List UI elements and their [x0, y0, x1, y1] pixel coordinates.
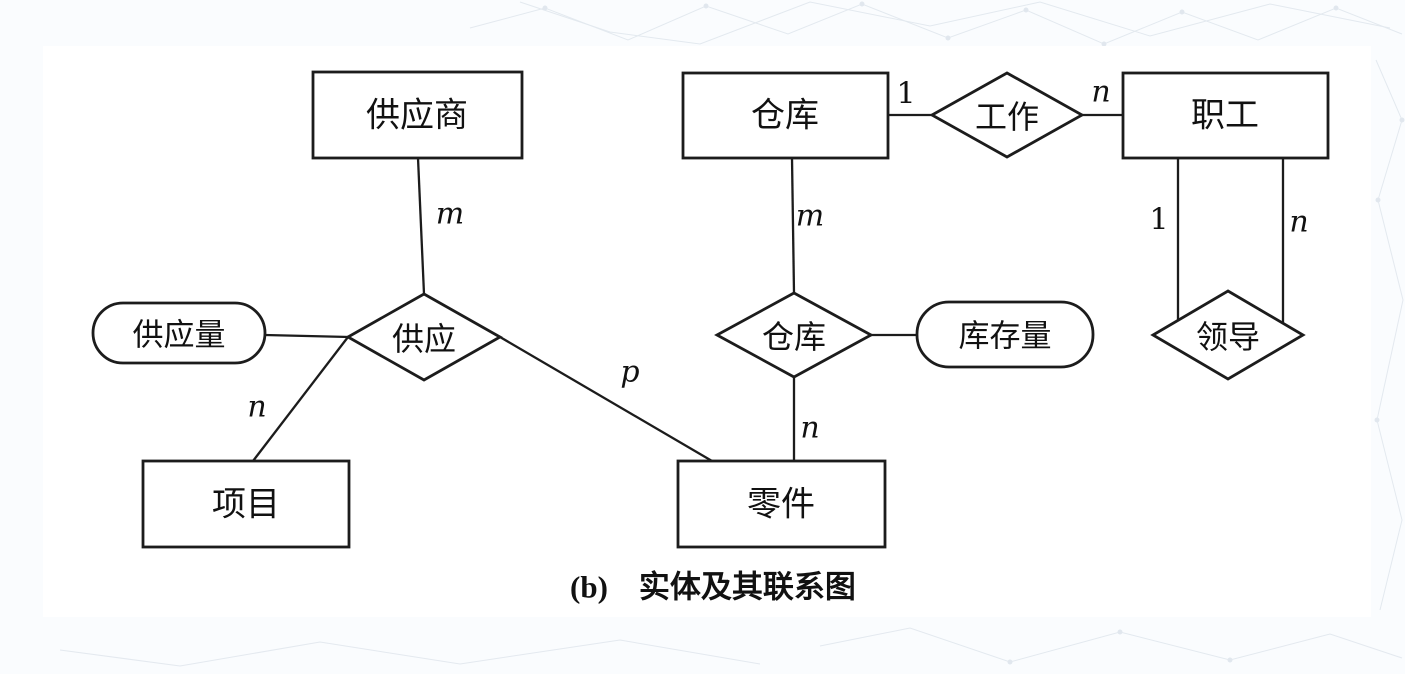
cardinality-part-supply: p [620, 355, 639, 390]
entity-part: 零件 [676, 459, 887, 549]
relationship-storage-label: 仓库 [762, 319, 826, 355]
cardinality-warehouse-work: 1 [896, 77, 915, 112]
cardinality-employee-lead-many: n [1289, 205, 1308, 240]
attribute-supply-qty: 供应量 [91, 301, 267, 365]
relationship-supply-label: 供应 [392, 321, 456, 357]
relationship-storage: 仓库 [714, 291, 874, 379]
relationship-supply: 供应 [345, 292, 503, 382]
attribute-supply-qty-label: 供应量 [133, 318, 226, 353]
entity-part-label: 零件 [747, 487, 815, 524]
entity-employee-label: 职工 [1191, 98, 1259, 135]
edge-supply-project [252, 336, 349, 462]
relationship-work: 工作 [929, 71, 1085, 159]
entity-warehouse: 仓库 [681, 71, 890, 160]
relationship-lead: 领导 [1150, 289, 1306, 381]
relationship-work-label: 工作 [975, 99, 1039, 135]
entity-warehouse-label: 仓库 [751, 97, 819, 135]
edge-warehouse-storage [790, 157, 796, 294]
relationship-lead-label: 领导 [1196, 319, 1260, 355]
entity-project: 项目 [141, 459, 351, 549]
cardinality-supplier-supply: m [436, 197, 464, 232]
cardinality-warehouse-storage: m [796, 199, 824, 234]
connectors [252, 113, 1285, 462]
entity-supplier-label: 供应商 [366, 97, 468, 135]
entity-employee: 职工 [1121, 71, 1330, 160]
edge-supplier-supply [416, 157, 426, 295]
cardinality-employee-work: n [1091, 75, 1110, 110]
edge-supply-part [499, 336, 713, 462]
figure-caption: (b) 实体及其联系图 [570, 570, 856, 605]
edge-supplyqty-supply [264, 333, 350, 339]
entity-project-label: 项目 [212, 487, 280, 524]
cardinality-labels: m n p m n 1 n 1 n [247, 75, 1308, 446]
cardinality-project-supply: n [247, 390, 266, 425]
attribute-stock-qty: 库存量 [915, 300, 1095, 369]
attribute-stock-qty-label: 库存量 [959, 319, 1052, 354]
cardinality-part-storage: n [800, 411, 819, 446]
entity-supplier: 供应商 [311, 70, 524, 160]
cardinality-employee-lead-one: 1 [1149, 203, 1168, 238]
